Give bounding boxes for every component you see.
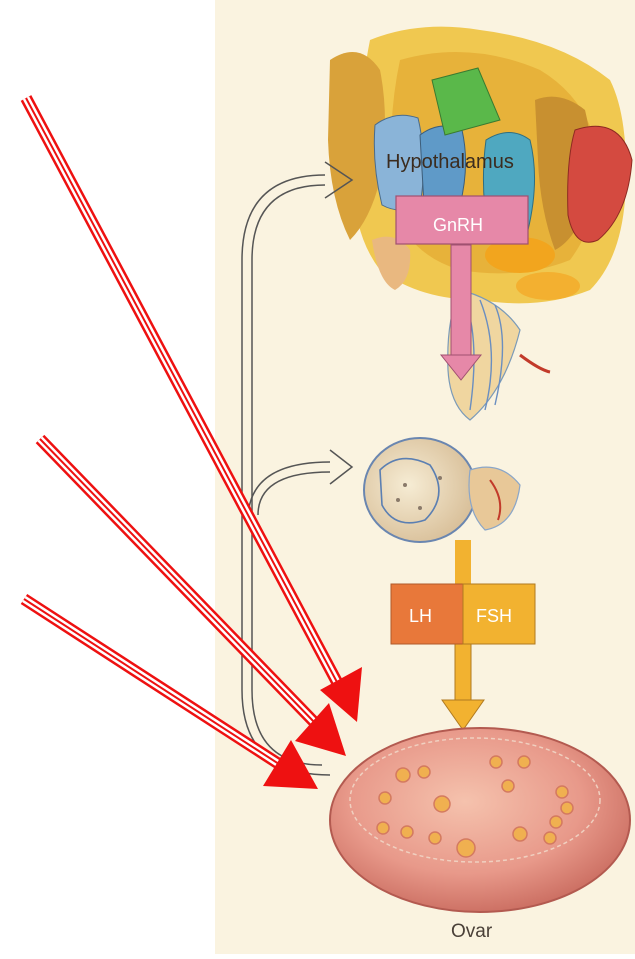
gnrh-label: GnRH	[433, 215, 483, 236]
hypothalamus-label: Hypothalamus	[386, 151, 514, 174]
lh-label: LH	[409, 606, 432, 627]
ovary-illustration	[330, 728, 630, 912]
ovary-label: Ovar	[451, 921, 492, 943]
fsh-label: FSH	[476, 606, 512, 627]
